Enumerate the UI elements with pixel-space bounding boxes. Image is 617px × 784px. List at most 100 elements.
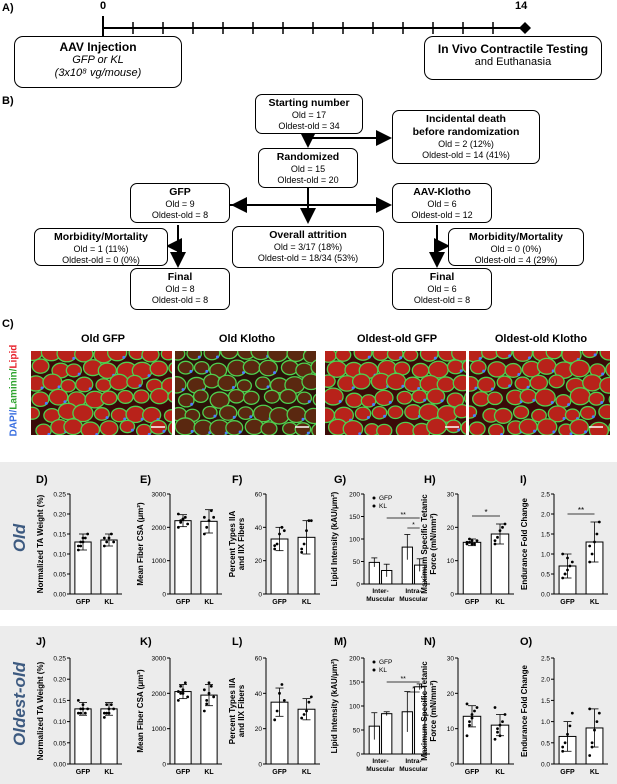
y-axis-label: Maximum Specific TetanicForce (mN/mm²)	[420, 661, 438, 761]
flow-klotho-line: Old = 6	[427, 199, 457, 209]
muscle-fiber	[472, 391, 491, 407]
flow-morb-right-title: Morbidity/Mortality	[469, 231, 563, 243]
muscle-fiber	[545, 351, 563, 360]
data-point	[563, 572, 567, 576]
muscle-fiber	[608, 395, 610, 404]
y-tick-label: 0	[162, 592, 166, 599]
flow-final-left-line: Old = 8	[165, 284, 195, 294]
x-tick-label: KL	[104, 599, 114, 606]
y-tick-label: 0.05	[53, 740, 66, 747]
muscle-fiber	[31, 406, 40, 420]
data-point	[570, 711, 574, 715]
data-point	[493, 542, 497, 546]
data-point	[76, 544, 80, 548]
flow-box-start: Starting number Old = 17 Oldest-old = 34	[255, 94, 363, 134]
timeline-start-day: 0	[100, 0, 107, 12]
data-point	[280, 525, 284, 529]
data-point	[205, 699, 209, 702]
flow-gfp-line: Old = 9	[165, 199, 195, 209]
muscle-fiber	[310, 359, 316, 375]
x-tick-label: KL	[590, 599, 600, 606]
muscle-fiber	[495, 351, 513, 360]
muscle-fiber	[334, 351, 352, 362]
muscle-fiber	[496, 375, 513, 390]
data-point	[468, 723, 471, 727]
data-point	[470, 542, 474, 546]
y-tick-label: 1000	[152, 558, 167, 565]
data-point	[305, 529, 308, 533]
nucleus-dot	[197, 355, 201, 359]
x-tick-label: KL	[495, 769, 505, 776]
data-point	[181, 691, 185, 695]
legend-marker	[372, 496, 376, 500]
x-tick-label: KL	[302, 769, 312, 776]
flow-final-left-title: Final	[167, 271, 193, 283]
nucleus-dot	[417, 386, 421, 390]
testing-box: In Vivo Contractile Testing and Euthanas…	[424, 36, 602, 80]
legend-marker	[372, 660, 376, 664]
muscle-fiber	[493, 407, 513, 424]
nucleus-dot	[490, 387, 494, 391]
nucleus-dot	[500, 432, 504, 435]
y-tick-label: 20	[255, 558, 263, 565]
data-point	[79, 707, 83, 711]
muscle-fiber	[342, 419, 364, 435]
significance-label: **	[400, 676, 406, 683]
muscle-fiber	[268, 406, 290, 425]
data-point	[503, 522, 507, 526]
nucleus-dot	[601, 372, 605, 376]
testing-subtitle: and Euthanasia	[474, 56, 552, 68]
nucleus-dot	[508, 354, 512, 358]
data-point	[205, 525, 209, 529]
nucleus-dot	[459, 369, 463, 373]
nucleus-dot	[232, 415, 236, 419]
muscle-fiber	[260, 421, 278, 435]
data-point	[566, 568, 569, 572]
flow-final-right-line: Old = 6	[427, 284, 457, 294]
row-label-oldest: Oldest-old	[10, 661, 29, 746]
y-tick-label: 30	[447, 492, 455, 499]
x-tick-label: Intra-	[405, 758, 421, 765]
panel-label-i: I)	[520, 474, 527, 486]
data-point	[207, 519, 211, 523]
nucleus-dot	[358, 432, 362, 435]
data-point	[86, 707, 90, 711]
data-point	[475, 539, 479, 543]
muscle-fiber	[487, 391, 503, 406]
data-point	[105, 703, 109, 707]
nucleus-dot	[138, 384, 142, 388]
nucleus-dot	[478, 356, 482, 360]
muscle-fiber	[149, 360, 169, 377]
data-point	[496, 535, 499, 539]
timeline-ticks	[132, 22, 494, 34]
muscle-fiber	[160, 351, 172, 361]
data-point	[81, 536, 85, 540]
data-point	[588, 707, 592, 711]
y-axis-label: Lipid Intensity (kAU/μm²)	[330, 491, 339, 586]
data-point	[176, 525, 180, 529]
muscle-fiber	[304, 407, 316, 425]
y-tick-label: 50	[353, 559, 361, 566]
muscle-fiber	[374, 389, 394, 407]
nucleus-dot	[301, 417, 305, 421]
data-point	[566, 556, 569, 560]
chart-h: Maximum Specific TetanicForce (mN/mm²)01…	[420, 492, 514, 606]
flow-box-morbidity-left: Morbidity/Mortality Old = 1 (11%) Oldest…	[34, 228, 168, 266]
muscle-fiber	[504, 362, 522, 378]
y-tick-label: 0	[450, 762, 454, 769]
muscle-fiber	[325, 387, 344, 406]
flow-start-line: Old = 17	[291, 110, 327, 120]
timeline-end-day: 14	[515, 0, 528, 12]
y-tick-label: 0.10	[53, 719, 66, 726]
nucleus-dot	[474, 386, 478, 390]
nucleus-dot	[215, 355, 219, 359]
nucleus-dot	[205, 369, 209, 373]
y-tick-label: 0.5	[541, 740, 550, 747]
nucleus-dot	[552, 430, 556, 434]
nucleus-dot	[550, 400, 554, 404]
data-point	[307, 700, 311, 704]
micrograph-title: Old Klotho	[218, 333, 276, 345]
y-tick-label: 2.5	[541, 656, 550, 663]
nucleus-dot	[266, 385, 270, 389]
muscle-fiber	[242, 359, 261, 375]
